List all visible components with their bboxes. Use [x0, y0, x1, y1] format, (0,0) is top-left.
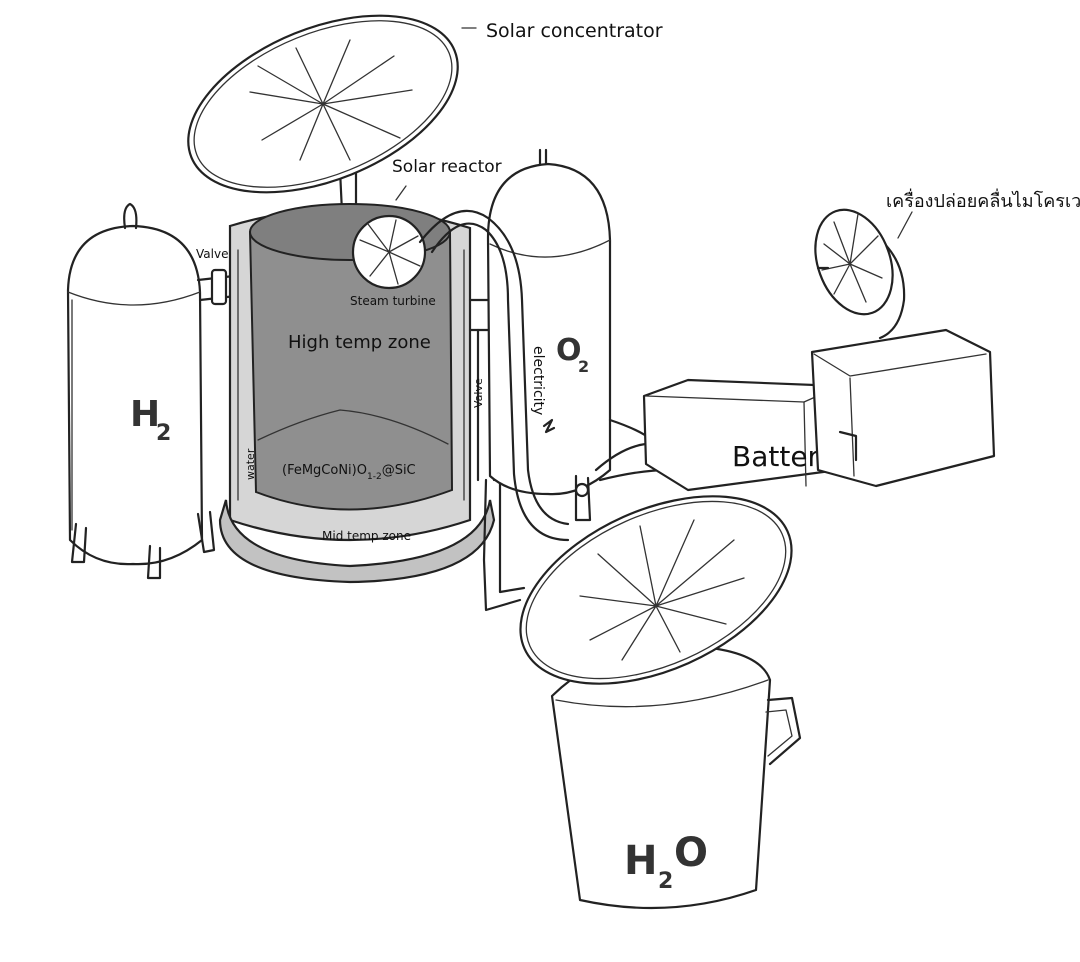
o2-subscript: 2 — [578, 357, 589, 376]
steam-turbine-label: Steam turbine — [350, 294, 436, 308]
solar-reactor — [218, 203, 496, 584]
solar-concentrator-top — [187, 14, 459, 214]
valve-right-label: Valve — [472, 378, 485, 408]
h2-label: H — [130, 394, 160, 435]
microwave-emitter-label: เครื่องปล่อยคลื่นไมโครเวฟ — [886, 188, 1080, 212]
left-valve-pipe — [196, 268, 238, 306]
h2-subscript: 2 — [156, 421, 171, 446]
h2o-o-label: O — [674, 830, 708, 876]
microwave-leader — [897, 211, 913, 239]
h2o-subscript: 2 — [658, 869, 673, 894]
lightning-icon — [542, 418, 556, 434]
solar-reactor-leader — [395, 185, 407, 201]
catalyst-label: (FeMgCoNi)O1-2@SiC — [282, 463, 416, 482]
valve-left-label: Valve — [196, 247, 228, 261]
mid-temp-zone-label: Mid temp zone — [322, 529, 411, 543]
high-temp-zone-label: High temp zone — [288, 332, 431, 353]
solar-concentrator-label: Solar concentrator — [486, 20, 663, 42]
electricity-label: electricity — [530, 346, 546, 415]
h2-tank — [66, 202, 216, 580]
microwave-emitter — [810, 208, 996, 488]
water-label: water — [244, 448, 257, 480]
o2-tank — [486, 148, 612, 522]
h2o-h-label: H — [624, 838, 657, 884]
solar-concentrator-bottom — [519, 495, 793, 685]
solar-reactor-label: Solar reactor — [392, 157, 502, 177]
hose — [418, 209, 570, 542]
o2-label: O — [556, 333, 582, 368]
